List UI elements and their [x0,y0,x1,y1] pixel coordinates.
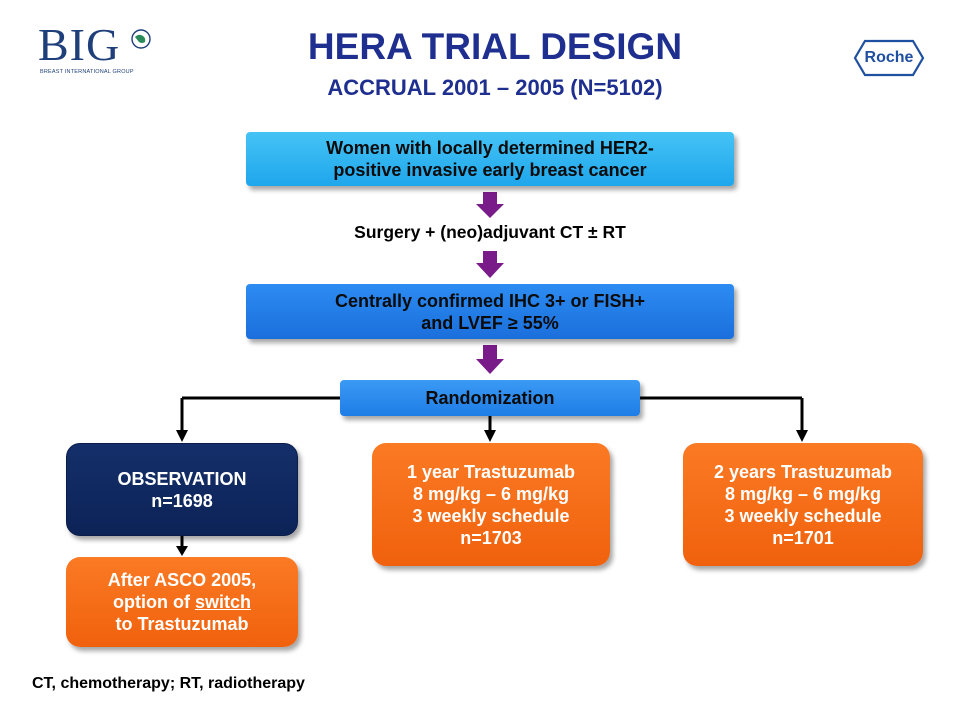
observation-arm-line-2: n=1698 [151,490,213,511]
randomization-label: Randomization [425,388,555,408]
roche-logo-text: Roche [864,49,914,66]
observation-arm-line-1: OBSERVATION [117,468,247,489]
switch-option-box: After ASCO 2005, option of switch to Tra… [66,557,298,647]
big-logo: BIG BREAST INTERNATIONAL GROUP [38,19,151,82]
big-logo-mark: BIG [38,19,121,70]
one-year-arm-line-2: 8 mg/kg – 6 mg/kg [412,483,570,504]
hexagon-icon [853,39,925,77]
randomization-box: Randomization [340,380,640,416]
big-logo-subtitle: BREAST INTERNATIONAL GROUP [40,69,134,75]
one-year-arm-line-3: 3 weekly schedule [412,505,570,526]
switch-option-line-2: option of switch [113,591,251,613]
population-line-1: Women with locally determined HER2- [326,138,654,158]
population-box: Women with locally determined HER2- posi… [246,132,734,186]
one-year-arm-line-1: 1 year Trastuzumab [406,461,576,482]
switch-word: switch [194,592,251,612]
eligibility-line-1: Centrally confirmed IHC 3+ or FISH+ [334,290,646,311]
roche-logo: Roche [853,39,925,77]
two-year-arm-line-1: 2 years Trastuzumab [713,461,893,482]
two-year-arm-line-4: n=1701 [772,527,834,548]
treatment-label: Surgery + (neo)adjuvant CT ± RT [354,222,626,242]
switch-option-prefix: option of [113,592,195,612]
eligibility-box: Centrally confirmed IHC 3+ or FISH+ and … [246,284,734,339]
footnote: CT, chemotherapy; RT, radiotherapy [32,675,305,692]
two-year-arm-line-3: 3 weekly schedule [724,505,882,526]
switch-option-line-1: After ASCO 2005, [107,570,257,590]
page-subtitle: ACCRUAL 2001 – 2005 (N=5102) [327,75,663,100]
two-year-arm-box: 2 years Trastuzumab 8 mg/kg – 6 mg/kg 3 … [683,443,923,566]
population-line-2: positive invasive early breast cancer [333,160,647,180]
switch-option-line-3: to Trastuzumab [115,614,249,634]
one-year-arm-box: 1 year Trastuzumab 8 mg/kg – 6 mg/kg 3 w… [372,443,610,566]
observation-arm-box: OBSERVATION n=1698 [66,443,298,536]
eligibility-line-2: and LVEF ≥ 55% [421,312,559,333]
globe-icon [131,29,151,49]
two-year-arm-line-2: 8 mg/kg – 6 mg/kg [724,483,882,504]
one-year-arm-line-4: n=1703 [460,527,522,548]
page-title: HERA TRIAL DESIGN [307,26,683,67]
